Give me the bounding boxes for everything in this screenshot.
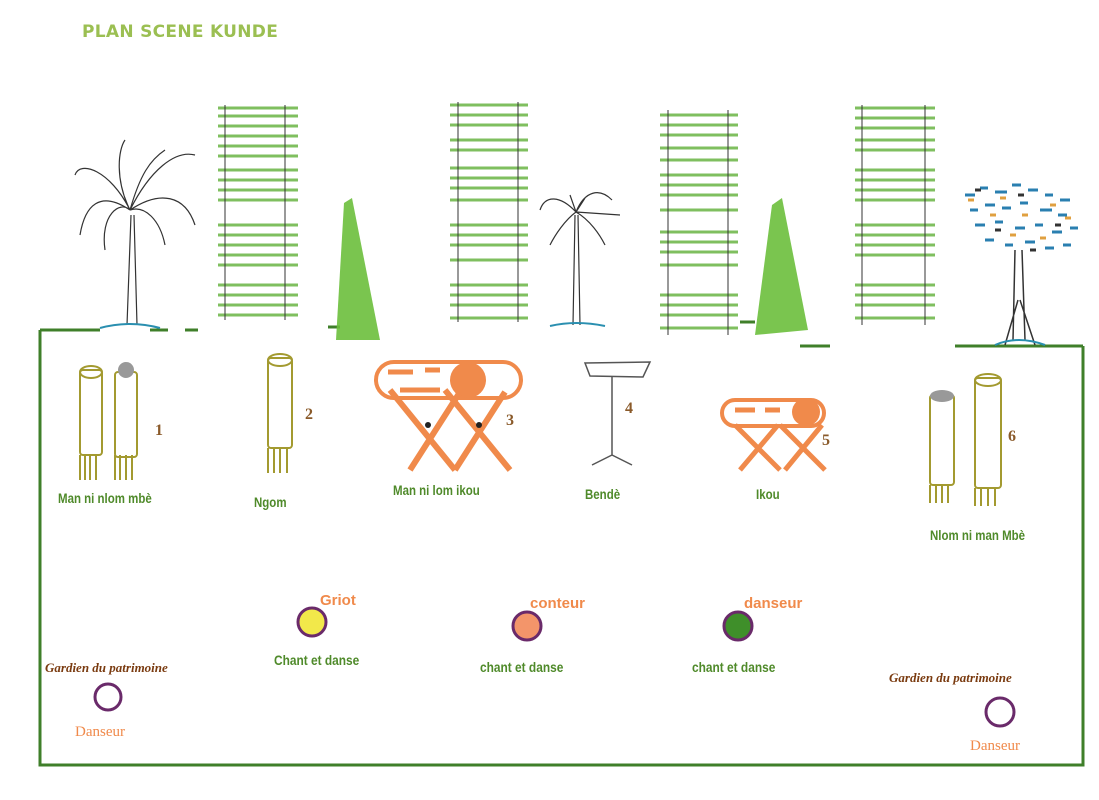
griot-marker-icon: [298, 608, 326, 636]
guardian-marker-left-icon: [95, 684, 121, 710]
guardian-role-left: Danseur: [75, 724, 125, 741]
guardian-label-right: Gardien du patrimoine: [889, 670, 1012, 686]
performer-role-danseur: danseur: [744, 595, 802, 612]
conteur-marker-icon: [513, 612, 541, 640]
guardian-marker-right-icon: [986, 698, 1014, 726]
guardian-role-right: Danseur: [970, 738, 1020, 755]
performer-role-conteur: conteur: [530, 595, 585, 612]
performer-activity-danseur: chant et danse: [692, 659, 775, 675]
danseur-marker-icon: [724, 612, 752, 640]
performer-role-griot: Griot: [320, 592, 356, 609]
guardian-label-left: Gardien du patrimoine: [45, 660, 168, 676]
performer-activity-conteur: chant et danse: [480, 659, 563, 675]
performer-activity-griot: Chant et danse: [274, 652, 359, 668]
